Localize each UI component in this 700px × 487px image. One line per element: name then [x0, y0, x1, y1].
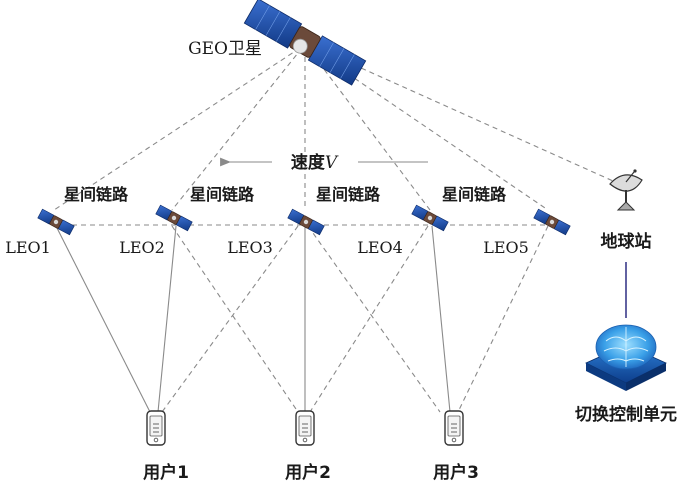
velocity-symbol: V: [325, 153, 339, 173]
leo4-user2-dash: [309, 225, 429, 413]
control-unit-label: 切换控制单元: [575, 404, 677, 425]
leo4-user3-link: [431, 225, 451, 413]
leo2-label: LEO2: [119, 238, 165, 257]
leo1-user1-link: [55, 225, 151, 413]
leo4-label: LEO4: [357, 238, 403, 257]
leo-labels: LEO1 LEO2 LEO3 LEO4 LEO5: [5, 238, 529, 257]
leo5-label: LEO5: [483, 238, 529, 257]
geo-ground-link: [311, 45, 623, 186]
velocity-text: 速度: [291, 152, 326, 173]
velocity-label: 速度V: [291, 152, 339, 173]
leo2-user2-dash: [171, 225, 299, 413]
isl-label: 星间链路: [64, 185, 129, 204]
ground-station-label: 地球站: [601, 231, 652, 252]
leo1-label: LEO1: [5, 238, 51, 257]
user-links: [55, 225, 549, 413]
isl-labels: 星间链路 星间链路 星间链路 星间链路: [64, 185, 507, 204]
leo1-satellite-icon: [37, 208, 75, 236]
leo-satellites: [37, 204, 571, 236]
isl-label: 星间链路: [190, 185, 255, 204]
user-labels: 用户1 用户2 用户3: [143, 462, 479, 483]
isl-label: 星间链路: [316, 185, 381, 204]
leo3-label: LEO3: [227, 238, 273, 257]
geo-leo4-link: [307, 47, 431, 211]
geo-leo2-link: [171, 47, 303, 211]
user3-phone-icon: [444, 410, 464, 446]
isl-label: 星间链路: [442, 185, 507, 204]
user1-phone-icon: [146, 410, 166, 446]
leo3-user3-dash: [307, 225, 441, 413]
ground-station-icon: [609, 169, 643, 211]
brain-chip-icon: [585, 324, 667, 391]
leo4-satellite-icon: [411, 204, 449, 232]
user-phones: [146, 410, 464, 446]
leo2-satellite-icon: [155, 204, 193, 232]
leo3-user1-dash: [161, 225, 299, 413]
geo-satellite-icon: [243, 0, 367, 86]
leo2-user1-link: [157, 225, 177, 413]
user1-label: 用户1: [143, 462, 189, 483]
geo-leo1-link: [53, 47, 301, 211]
leo3-satellite-icon: [287, 208, 325, 236]
leo5-satellite-icon: [533, 208, 571, 236]
leo5-user3-dash: [457, 225, 549, 413]
geo-satellite-label: GEO卫星: [188, 39, 262, 59]
user3-label: 用户3: [433, 462, 479, 483]
user2-label: 用户2: [285, 462, 331, 483]
user2-phone-icon: [295, 410, 315, 446]
